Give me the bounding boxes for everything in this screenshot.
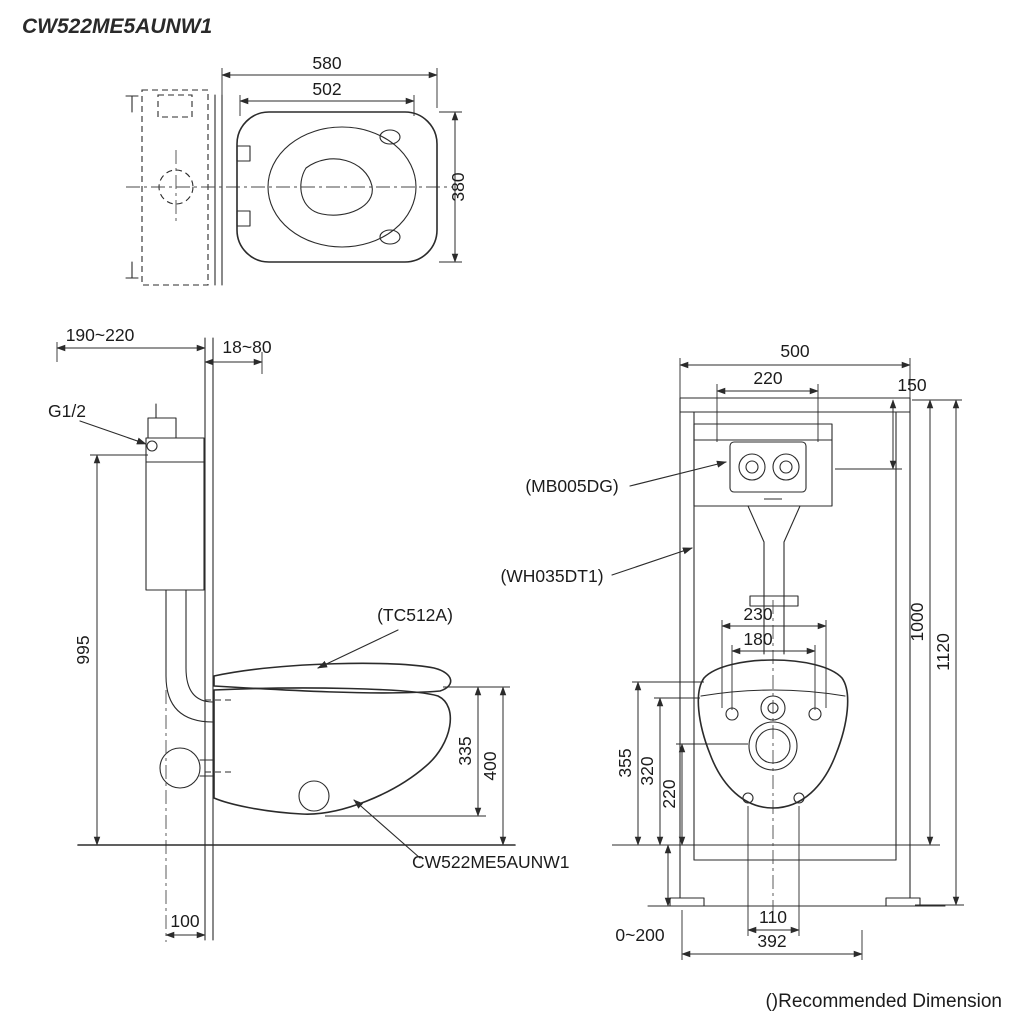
dim-320: 320	[637, 756, 657, 785]
dim-150: 150	[897, 375, 926, 395]
dim-335: 335	[455, 736, 475, 765]
flush-plate	[729, 441, 807, 493]
front-view: 500 220 150 (MB005DG) (WH035DT1) 230 180…	[500, 341, 964, 960]
dim-500: 500	[780, 341, 809, 361]
dim-100: 100	[170, 911, 199, 931]
dim-1000: 1000	[907, 602, 927, 641]
label-frame: (WH035DT1)	[500, 566, 603, 586]
dim-110: 110	[759, 907, 787, 927]
dim-355: 355	[615, 748, 635, 777]
dim-leg-range: 0~200	[615, 925, 664, 945]
dim-220-left: 220	[659, 779, 679, 808]
footer-note: ()Recommended Dimension	[765, 991, 1002, 1012]
dim-1120: 1120	[933, 633, 953, 671]
dim-220-top: 220	[753, 368, 782, 388]
top-view: 580 502 380	[125, 53, 468, 286]
dim-230: 230	[743, 604, 772, 624]
page-title: CW522ME5AUNW1	[22, 15, 212, 38]
side-view: 190~220 18~80 G1/2 995 (TC512A) 335 400 …	[48, 325, 570, 942]
dim-995: 995	[73, 635, 93, 664]
frame-rails	[679, 397, 911, 899]
label-seat-model: (TC512A)	[377, 605, 453, 625]
toilet-top-outline	[236, 111, 438, 263]
dim-392: 392	[757, 931, 786, 951]
cistern-front	[693, 423, 833, 507]
dim-wall-recess: 190~220	[66, 325, 135, 345]
bowl-side	[213, 687, 452, 815]
bowl-front	[697, 659, 849, 809]
dim-panel: 18~80	[222, 337, 271, 357]
label-flush-plate: (MB005DG)	[525, 476, 618, 496]
label-bowl-model: CW522ME5AUNW1	[412, 852, 570, 872]
dim-580: 580	[312, 53, 341, 73]
cistern-side	[145, 437, 205, 591]
dim-380: 380	[448, 172, 468, 201]
label-inlet: G1/2	[48, 401, 86, 421]
dim-180: 180	[743, 629, 772, 649]
dim-400: 400	[480, 751, 500, 780]
drain-outline	[748, 721, 798, 771]
dim-502: 502	[312, 79, 341, 99]
